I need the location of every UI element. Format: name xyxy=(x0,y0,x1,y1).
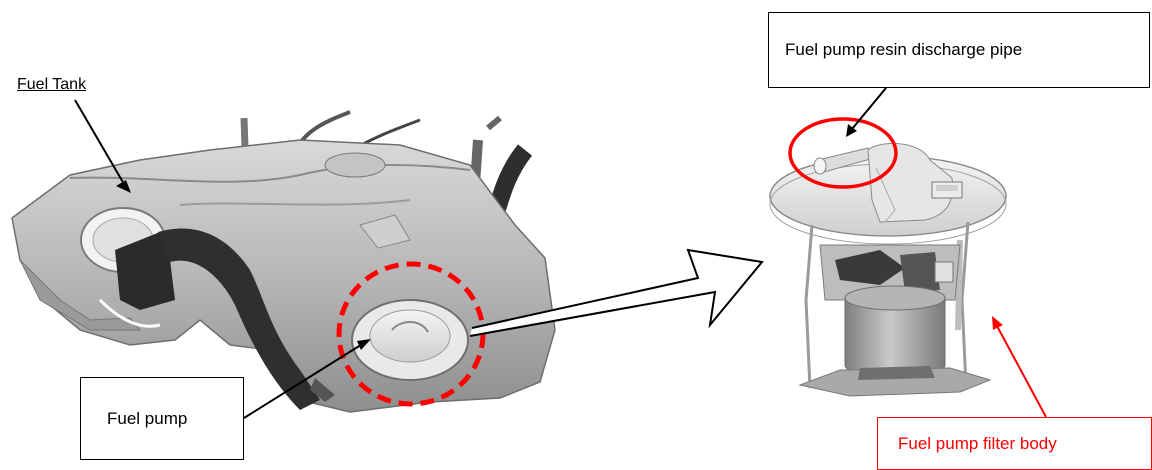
filter-body-arrow xyxy=(992,316,1046,417)
fuel-pump-callout-text: Fuel pump xyxy=(107,409,187,429)
fuel-pump-module-illustration xyxy=(770,143,1006,396)
discharge-pipe-callout-text: Fuel pump resin discharge pipe xyxy=(785,40,1022,60)
filter-body-callout-text: Fuel pump filter body xyxy=(898,434,1057,454)
fuel-tank-label: Fuel Tank xyxy=(17,76,86,94)
filter-body-callout: Fuel pump filter body xyxy=(877,417,1152,470)
discharge-pipe-callout: Fuel pump resin discharge pipe xyxy=(768,12,1150,88)
fuel-pump-callout: Fuel pump xyxy=(80,377,244,460)
